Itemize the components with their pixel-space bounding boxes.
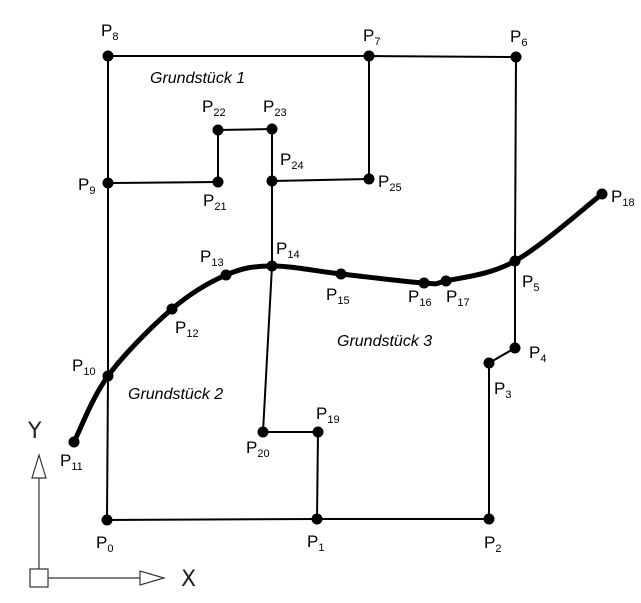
point-marker-p9 — [102, 177, 114, 189]
point-label-p18: P18 — [611, 187, 635, 209]
point-marker-p13 — [220, 269, 232, 281]
point-label-p12: P12 — [175, 318, 199, 340]
point-marker-p22 — [212, 124, 224, 136]
parcel-boundaries — [106, 55, 517, 521]
point-label-p9: P9 — [78, 175, 95, 197]
point-marker-p2 — [483, 513, 495, 525]
point-label-p17: P17 — [446, 287, 470, 309]
point-marker-p5 — [509, 255, 521, 267]
point-marker-p15 — [335, 268, 347, 280]
point-marker-p20 — [257, 426, 269, 438]
point-marker-p18 — [596, 188, 608, 200]
segment-p10-p0 — [106, 375, 109, 521]
point-marker-p23 — [266, 123, 278, 135]
y-axis-label: Y — [27, 419, 42, 444]
segment-p20-p14 — [262, 265, 273, 433]
segment-p21-p9 — [107, 181, 219, 184]
region-label-grundstueck-3: Grundstück 3 — [337, 333, 432, 350]
point-marker-p19 — [312, 426, 324, 438]
point-marker-p3 — [483, 357, 495, 369]
point-markers — [68, 50, 608, 526]
point-marker-p6 — [510, 51, 522, 63]
x-axis-label: X — [181, 567, 196, 592]
point-marker-p10 — [102, 370, 114, 382]
point-marker-p11 — [68, 436, 80, 448]
point-label-p19: P19 — [316, 404, 340, 426]
point-label-p11: P11 — [60, 451, 83, 473]
point-label-p10: P10 — [72, 356, 96, 378]
point-label-p25: P25 — [378, 172, 402, 194]
point-label-p15: P15 — [326, 285, 350, 307]
point-label-p5: P5 — [522, 272, 539, 294]
point-label-p2: P2 — [484, 533, 501, 555]
point-marker-p16 — [418, 277, 430, 289]
point-label-p22: P22 — [202, 97, 226, 119]
point-label-p21: P21 — [203, 191, 227, 213]
point-marker-p12 — [166, 303, 178, 315]
region-label-grundstueck-1: Grundstück 1 — [150, 70, 245, 87]
axis-origin-box — [29, 568, 49, 588]
point-marker-p7 — [363, 50, 375, 62]
point-marker-p4 — [509, 342, 521, 354]
point-label-p4: P4 — [529, 343, 546, 365]
point-marker-p14 — [266, 260, 278, 272]
point-label-p13: P13 — [200, 247, 224, 269]
point-label-p0: P0 — [96, 533, 113, 555]
point-label-p14: P14 — [276, 239, 300, 261]
point-marker-p24 — [266, 175, 278, 187]
point-label-p7: P7 — [363, 26, 380, 48]
segment-p23-p22 — [217, 128, 273, 131]
point-marker-p8 — [102, 50, 114, 62]
point-label-p23: P23 — [263, 97, 287, 119]
segment-p1-p19 — [316, 431, 319, 520]
point-label-p20: P20 — [246, 438, 270, 460]
segment-p0-p1 — [106, 518, 318, 521]
segment-p6-p7 — [368, 55, 517, 58]
point-marker-p21 — [212, 176, 224, 188]
region-label-grundstueck-2: Grundstück 2 — [128, 386, 223, 403]
point-label-p1: P1 — [307, 532, 324, 554]
point-label-p8: P8 — [101, 21, 118, 43]
y-axis-arrow-icon — [31, 452, 47, 479]
point-marker-p0 — [101, 514, 113, 526]
x-axis-arrow-icon — [139, 570, 167, 586]
boundary-curve — [71, 191, 605, 445]
point-marker-p25 — [363, 173, 375, 185]
segment-p24-p25 — [271, 178, 370, 182]
point-label-p24: P24 — [280, 150, 304, 172]
segment-p5-p6 — [514, 56, 517, 262]
point-label-p6: P6 — [510, 27, 527, 49]
ucs-axis-icon — [29, 452, 167, 588]
point-marker-p1 — [311, 513, 323, 525]
point-marker-p17 — [440, 275, 452, 287]
point-label-p3: P3 — [494, 379, 511, 401]
point-label-p16: P16 — [408, 287, 432, 309]
